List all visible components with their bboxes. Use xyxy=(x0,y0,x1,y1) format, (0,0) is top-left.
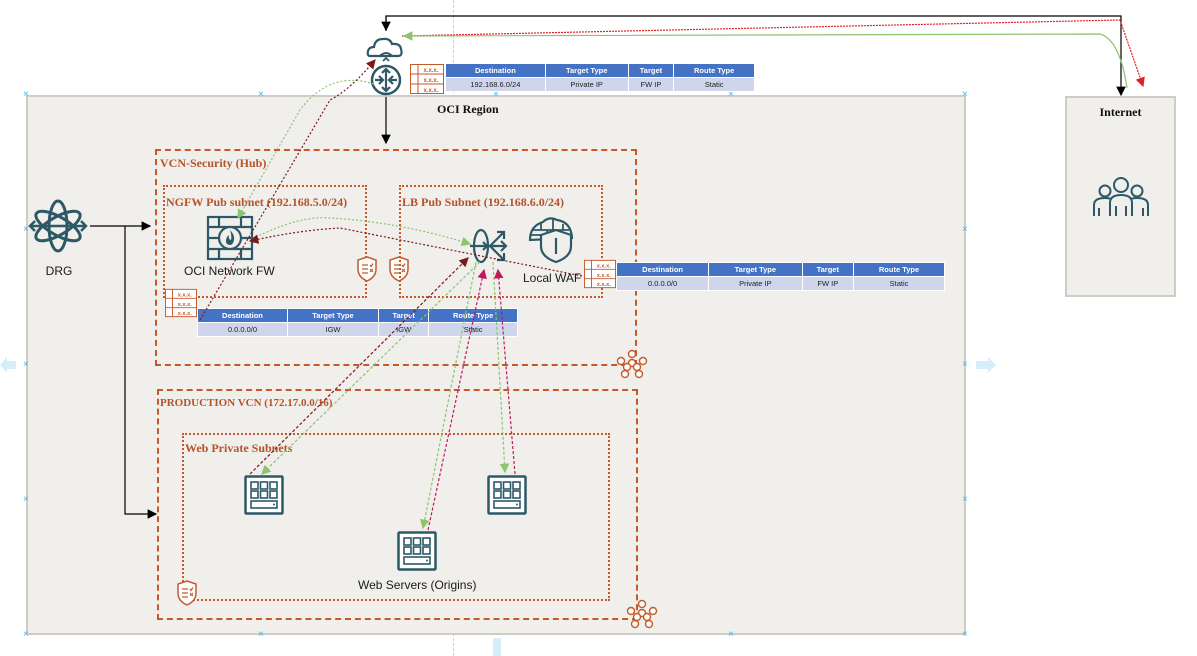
security-list-icon xyxy=(177,580,197,606)
oci-region-title: OCI Region xyxy=(437,102,499,116)
col-target: Target xyxy=(378,308,430,323)
selection-handle[interactable]: × xyxy=(962,224,968,235)
web-server-icon[interactable] xyxy=(244,475,284,515)
selection-handle[interactable]: × xyxy=(962,494,968,505)
connect-arrow-left-icon[interactable] xyxy=(0,355,20,375)
selection-handle[interactable]: × xyxy=(962,629,968,640)
vcn-production-title: PRODUCTION VCN (172.17.0.0/16) xyxy=(160,397,333,409)
cell: Static xyxy=(853,276,945,291)
cell: FW IP xyxy=(627,77,675,92)
vcn-icon xyxy=(626,599,658,629)
cell: Static xyxy=(673,77,755,92)
col-route-type: Route Type xyxy=(673,63,755,78)
col-route-type: Route Type xyxy=(853,262,945,277)
cell: Private IP xyxy=(544,77,629,92)
ngfw-route-table: Destination Target Type Target Route Typ… xyxy=(197,308,518,337)
firewall-icon[interactable] xyxy=(206,215,254,261)
col-target-type: Target Type xyxy=(708,262,803,277)
cell: Private IP xyxy=(708,276,803,291)
vcn-icon xyxy=(616,349,648,379)
col-target: Target xyxy=(801,262,855,277)
drg-label: DRG xyxy=(45,264,73,278)
col-target-type: Target Type xyxy=(544,63,629,78)
cell: 0.0.0.0/0 xyxy=(197,322,288,337)
svg-text:x.x.x.: x.x.x. xyxy=(178,311,193,317)
selection-handle[interactable]: × xyxy=(23,89,29,100)
cell: IGW xyxy=(286,322,380,337)
ngfw-subnet-title: NGFW Pub subnet (192.168.5.0/24) xyxy=(166,195,348,209)
route-table-icon: x.x.x. x.x.x. x.x.x. xyxy=(410,64,444,99)
drg-icon[interactable] xyxy=(26,196,90,256)
col-route-type: Route Type xyxy=(428,308,518,323)
selection-handle[interactable]: × xyxy=(962,359,968,370)
table-row: 192.168.6.0/24 Private IP FW IP Static xyxy=(445,77,755,92)
svg-text:x.x.x.: x.x.x. xyxy=(423,68,438,74)
route-table-icon: x.x.x. x.x.x. x.x.x. xyxy=(584,258,616,295)
svg-text:x.x.x.: x.x.x. xyxy=(597,263,612,269)
col-destination: Destination xyxy=(197,308,288,323)
selection-handle[interactable]: × xyxy=(23,224,29,235)
load-balancer-icon[interactable] xyxy=(470,226,510,270)
internet-gateway-icon[interactable] xyxy=(366,34,406,62)
connect-arrow-right-icon[interactable] xyxy=(976,355,998,375)
firewall-label: OCI Network FW xyxy=(184,264,275,278)
internet-title: Internet xyxy=(1099,105,1142,119)
igw-route-table: Destination Target Type Target Route Typ… xyxy=(445,63,755,92)
cell: IGW xyxy=(378,322,430,337)
svg-text:x.x.x.: x.x.x. xyxy=(423,88,438,94)
svg-text:x.x.x.: x.x.x. xyxy=(597,273,612,279)
connect-arrow-down-icon[interactable] xyxy=(493,638,501,656)
cell: 192.168.6.0/24 xyxy=(445,77,546,92)
col-target: Target xyxy=(627,63,675,78)
col-destination: Destination xyxy=(615,262,710,277)
selection-handle[interactable]: × xyxy=(258,89,264,100)
col-target-type: Target Type xyxy=(286,308,380,323)
selection-handle[interactable]: × xyxy=(728,629,734,640)
router-icon[interactable] xyxy=(370,64,402,96)
web-subnet-title: Web Private Subnets xyxy=(185,441,293,455)
selection-handle[interactable]: × xyxy=(23,629,29,640)
lb-subnet-title: LB Pub Subnet (192.168.6.0/24) xyxy=(402,195,565,209)
col-destination: Destination xyxy=(445,63,546,78)
svg-text:x.x.x.: x.x.x. xyxy=(178,302,193,308)
security-list-icon xyxy=(357,256,377,282)
svg-text:x.x.x.: x.x.x. xyxy=(423,78,438,84)
svg-text:x.x.x.: x.x.x. xyxy=(597,282,612,288)
table-row: 0.0.0.0/0 IGW IGW Static xyxy=(197,322,518,337)
web-subnet-container[interactable] xyxy=(182,433,610,601)
lb-route-table: Destination Target Type Target Route Typ… xyxy=(615,262,945,291)
web-server-icon[interactable] xyxy=(487,475,527,515)
route-table-icon: x.x.x. x.x.x. x.x.x. xyxy=(165,288,197,323)
selection-handle[interactable]: × xyxy=(258,629,264,640)
selection-handle[interactable]: × xyxy=(23,359,29,370)
selection-handle[interactable]: × xyxy=(23,494,29,505)
waf-icon[interactable] xyxy=(527,214,577,264)
waf-label: Local WAF xyxy=(523,271,582,285)
svg-text:x.x.x.: x.x.x. xyxy=(178,292,193,298)
web-server-icon[interactable] xyxy=(397,531,437,571)
table-row: 0.0.0.0/0 Private IP FW IP Static xyxy=(615,276,945,291)
cell: Static xyxy=(428,322,518,337)
cell: FW IP xyxy=(801,276,855,291)
vcn-security-title: VCN-Security (Hub) xyxy=(160,156,267,170)
selection-handle[interactable]: × xyxy=(962,89,968,100)
internet-container[interactable] xyxy=(1065,96,1176,297)
users-icon xyxy=(1093,177,1149,216)
web-servers-label: Web Servers (Origins) xyxy=(358,578,477,592)
cell: 0.0.0.0/0 xyxy=(615,276,710,291)
